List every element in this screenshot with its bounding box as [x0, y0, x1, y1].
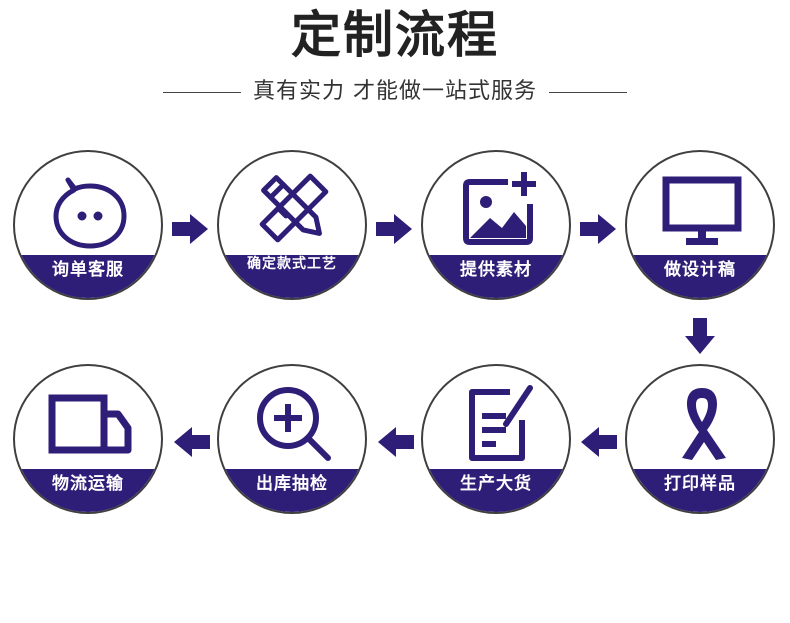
step-provide-materials[interactable]: 提供素材: [421, 150, 571, 300]
page-subtitle: 真有实力 才能做一站式服务: [253, 79, 537, 104]
ribbon-icon: [682, 388, 726, 460]
arrow-right-icon: [376, 214, 412, 244]
arrow-right-icon: [172, 214, 208, 244]
arrow-left-icon: [581, 427, 617, 457]
step-label-band: 生产大货: [423, 469, 569, 512]
step-outbound-inspection[interactable]: 出库抽检: [217, 364, 367, 514]
step-label-band: 确定款式工艺: [219, 255, 365, 298]
page-title: 定制流程: [291, 6, 499, 64]
image-add-icon: [463, 172, 536, 245]
chat-bubble-face-icon: [53, 177, 127, 249]
step-label-band: 打印样品: [627, 469, 773, 512]
step-label: 出库抽检: [256, 474, 328, 494]
subtitle-row: 真有实力 才能做一站式服务: [0, 77, 790, 107]
truck-icon: [48, 394, 132, 454]
step-print-sample[interactable]: 打印样品: [625, 364, 775, 514]
step-label-band: 提供素材: [423, 255, 569, 298]
subtitle-divider-right: [549, 91, 627, 93]
zoom-in-icon: [257, 387, 331, 461]
step-mass-production[interactable]: 生产大货: [421, 364, 571, 514]
step-inquiry-service[interactable]: 询单客服: [13, 150, 163, 300]
step-label: 物流运输: [52, 474, 124, 494]
arrow-left-icon: [378, 427, 414, 457]
step-label-band: 出库抽检: [219, 469, 365, 512]
arrow-left-icon: [174, 427, 210, 457]
step-label-band: 询单客服: [15, 255, 161, 298]
document-edit-icon: [469, 385, 533, 461]
step-label: 做设计稿: [664, 260, 736, 280]
step-label: 生产大货: [460, 474, 532, 494]
step-label-band: 物流运输: [15, 469, 161, 512]
step-label: 打印样品: [664, 474, 736, 494]
step-logistics[interactable]: 物流运输: [13, 364, 163, 514]
step-design-draft[interactable]: 做设计稿: [625, 150, 775, 300]
subtitle-divider-left: [163, 91, 241, 93]
arrow-right-icon: [580, 214, 616, 244]
step-label: 提供素材: [460, 260, 532, 280]
arrow-down-icon: [685, 318, 715, 354]
pencil-ruler-icon: [259, 173, 329, 243]
step-confirm-style[interactable]: 确定款式工艺: [217, 150, 367, 300]
step-label: 确定款式工艺: [247, 256, 337, 272]
step-label: 询单客服: [52, 260, 124, 280]
step-label-band: 做设计稿: [627, 255, 773, 298]
monitor-icon: [662, 176, 742, 245]
